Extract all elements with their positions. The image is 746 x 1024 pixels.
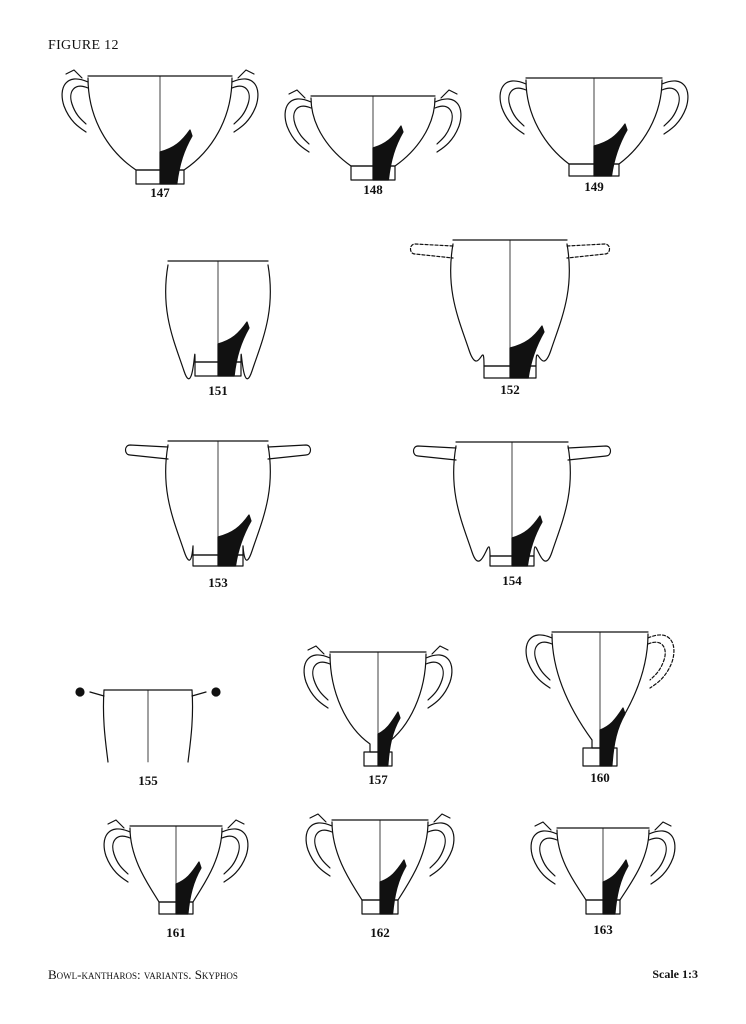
profile-section [175,861,202,915]
handle-right [648,830,676,885]
knob-left [75,687,85,697]
profile-section [379,859,407,915]
handle-spur [433,813,451,823]
vessel-label: 153 [208,575,228,590]
vessel-149: 149 [499,77,689,194]
handle-left [412,445,457,461]
vessel-151: 151 [165,260,271,398]
handle-spur [237,69,255,79]
handle-left [305,822,333,877]
handle-left-inner [508,87,527,127]
handle-right [231,78,259,133]
profile-section [372,125,404,181]
handle-right [427,822,455,877]
handle-left-inner [293,105,312,145]
handle-right [647,634,675,689]
handle-left-inner [112,835,131,875]
handle-spur [440,89,458,99]
handle-left [303,654,331,709]
handle-left-inner [70,85,89,125]
vessel-152: 152 [409,239,611,397]
handle-right [425,654,453,709]
handle-left [525,634,553,689]
vessel-label: 152 [500,382,520,397]
figure-title: FIGURE 12 [48,38,119,53]
handle-right [267,444,312,460]
handle-spur [654,821,672,831]
figure-caption: Bowl-kantharos: variants. Skyphos [48,967,238,983]
handle-right-inner [661,87,680,127]
handle-left-inner [534,641,553,681]
vessel-161: 161 [103,819,249,940]
vessel-label: 149 [584,179,604,194]
handle-right-inner [434,105,453,145]
vessel-154: 154 [412,441,612,588]
handle-left [284,98,312,153]
handle-right-inner [231,85,250,125]
vessel-label: 147 [150,185,170,200]
handle-right [434,98,462,153]
profile-section [217,321,250,377]
vessel-label: 155 [138,773,158,788]
profile-section [599,707,626,767]
handle-right-inner [648,837,667,877]
vessel-157: 157 [303,645,453,787]
profile-section [217,514,252,567]
handle-right-inner [427,829,446,869]
handle-right [566,243,611,259]
profile-section [159,129,193,185]
vessel-147: 147 [61,69,259,200]
handle-spur [65,69,83,79]
handle-left [61,78,89,133]
vessel-label: 154 [502,573,522,588]
handle-stubs [89,691,207,697]
vessels-layer: 147 148 149 151 152 153 154 155 157 160 161 162 163 [61,69,689,940]
handle-spur [309,813,327,823]
vessel-label: 151 [208,383,228,398]
profile-section [377,711,401,767]
handle-right [567,445,612,461]
vessel-label: 161 [166,925,186,940]
handle-spur [107,819,125,829]
handle-left [409,243,454,259]
handle-spur [307,645,325,655]
handle-right-inner [221,835,240,875]
vessel-label: 148 [363,182,383,197]
vessel-160: 160 [525,631,675,785]
handle-left [530,830,558,885]
profile-section [509,325,545,379]
scale-label: Scale 1:3 [652,967,698,981]
handle-left [103,828,131,883]
handle-spur [288,89,306,99]
handle-left-inner [312,661,331,701]
handle-spur [227,819,245,829]
body-outline [102,689,194,763]
profile-section [602,859,629,915]
profile-section [511,515,543,567]
vessel-162: 162 [305,813,455,940]
knob-right [211,687,221,697]
vessel-label: 163 [593,922,613,937]
caption-title: Bowl-kantharos: variants. [48,967,192,982]
handle-left-inner [539,837,558,877]
vessel-163: 163 [530,821,676,937]
handle-right [661,80,689,135]
profile-section [593,123,628,177]
handle-spur [431,645,449,655]
caption-subtitle: Skyphos [194,967,238,982]
handle-right [221,828,249,883]
vessel-153: 153 [124,440,312,590]
handle-left-inner [314,829,333,869]
vessel-155: 155 [75,687,221,788]
vessel-148: 148 [284,89,462,197]
handle-right-inner [647,641,666,681]
handle-left [124,444,169,460]
vessel-label: 157 [368,772,388,787]
handle-left [499,80,527,135]
vessel-label: 162 [370,925,390,940]
handle-right-inner [425,661,444,701]
vessel-label: 160 [590,770,610,785]
handle-spur [534,821,552,831]
